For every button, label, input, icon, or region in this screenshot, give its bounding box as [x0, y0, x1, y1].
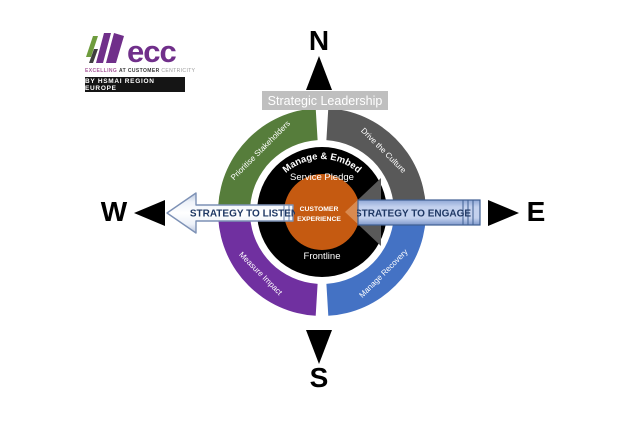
strategy-to-engage-arrow: STRATEGY TO ENGAGE: [357, 199, 481, 226]
listen-arrow-shape: [166, 192, 294, 234]
center-label-line1: CUSTOMER: [300, 206, 339, 213]
north-pointer-icon: [306, 56, 332, 90]
center-label-line2: EXPERIENCE: [297, 216, 341, 223]
logo-banner: BY HSMAI REGION EUROPE: [85, 77, 185, 92]
strategic-leadership-banner: Strategic Leadership: [262, 91, 388, 110]
tagline-part1: EXCELLING: [85, 68, 118, 74]
compass-north-label: N: [308, 25, 330, 56]
east-pointer-icon: [488, 200, 519, 226]
service-pledge-label: Service Pledge: [290, 172, 354, 183]
customer-experience-wheel: Prioritise Stakeholders Drive the Cultur…: [218, 108, 426, 316]
logo-tagline: EXCELLING AT CUSTOMER CENTRICITY: [85, 68, 203, 74]
quadrant-top-left: [218, 108, 318, 208]
compass-west-label: W: [100, 196, 128, 227]
listen-arrow-label: STRATEGY TO LISTEN: [190, 209, 295, 220]
compass-south-label: S: [309, 362, 329, 393]
tagline-part3: CENTRICITY: [161, 68, 196, 74]
south-pointer-icon: [306, 330, 332, 364]
quadrant-bottom-left: [218, 216, 318, 316]
frontline-label: Frontline: [304, 251, 341, 262]
quadrant-bottom-right: [326, 216, 426, 316]
strategy-to-listen-arrow: STRATEGY TO LISTEN: [166, 192, 295, 234]
tagline-part2: AT CUSTOMER: [119, 68, 160, 74]
ecc-logo-mark-icon: [86, 33, 124, 63]
west-pointer-icon: [134, 200, 165, 226]
quadrant-top-right: [326, 108, 426, 208]
brand-text: ecc: [127, 34, 177, 69]
engage-arrow-shape: [357, 199, 481, 226]
customer-experience-circle: [284, 174, 360, 250]
engage-arrow-label: STRATEGY TO ENGAGE: [357, 209, 471, 220]
ecc-logo: ecc EXCELLING AT CUSTOMER CENTRICITY BY …: [85, 30, 203, 92]
compass-east-label: E: [526, 196, 546, 227]
